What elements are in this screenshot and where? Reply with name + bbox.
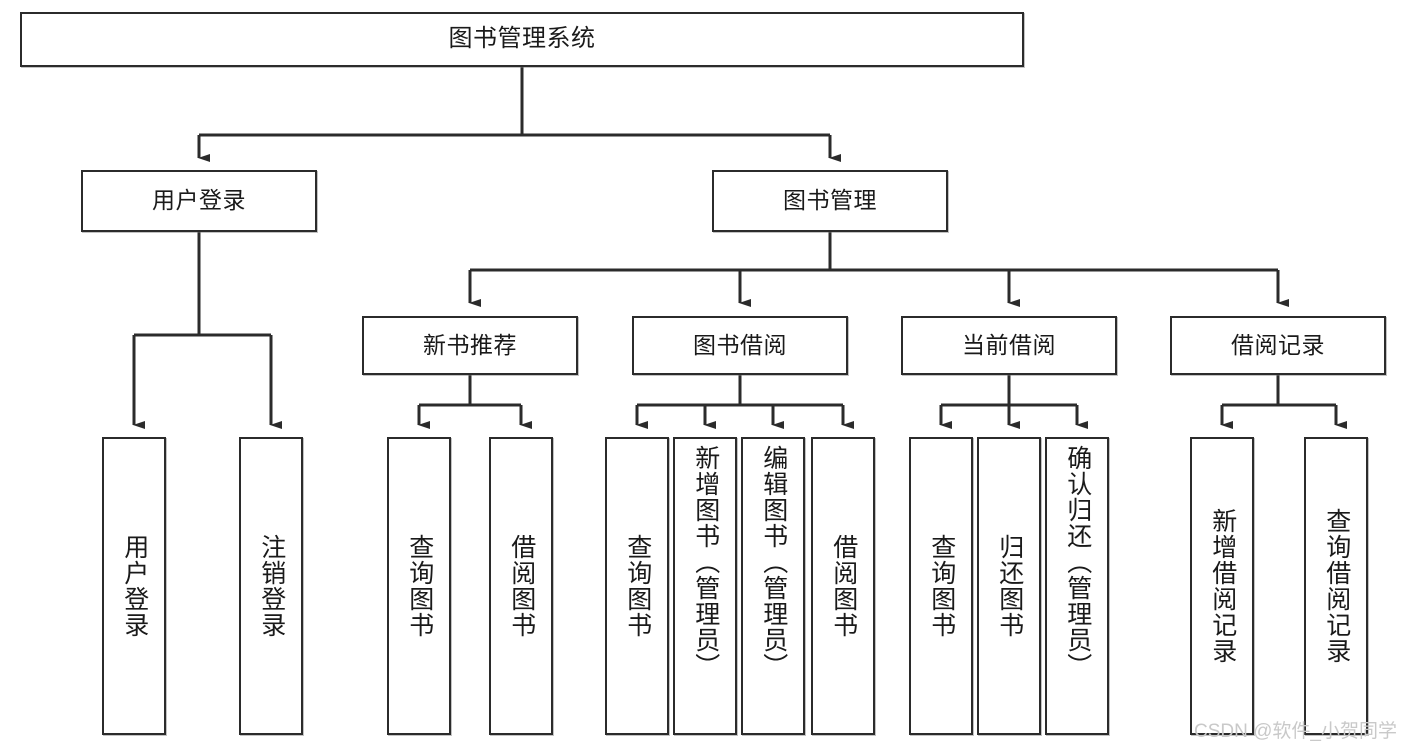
leaf-borrow-book[interactable]: 借阅图书 xyxy=(811,437,875,735)
node-borrow-record[interactable]: 借阅记录 xyxy=(1170,316,1386,375)
leaf-edit-book-admin[interactable]: 编辑图书（管理员） xyxy=(741,437,805,735)
node-label: 新书推荐 xyxy=(423,331,517,358)
node-label: 当前借阅 xyxy=(962,331,1056,358)
node-label: 新增图书（管理员） xyxy=(691,445,720,679)
node-book-borrow[interactable]: 图书借阅 xyxy=(632,316,848,375)
node-label: 注销登录 xyxy=(257,534,286,638)
node-label: 借阅图书 xyxy=(829,534,858,638)
node-label: 用户登录 xyxy=(120,534,149,638)
leaf-add-borrow-record[interactable]: 新增借阅记录 xyxy=(1190,437,1254,735)
node-label: 查询借阅记录 xyxy=(1322,508,1351,664)
node-label: 图书管理系统 xyxy=(448,25,596,53)
leaf-logout-login[interactable]: 注销登录 xyxy=(239,437,303,735)
node-label: 确认归还（管理员） xyxy=(1063,445,1092,679)
node-book-management[interactable]: 图书管理 xyxy=(712,170,948,232)
leaf-query-book-current[interactable]: 查询图书 xyxy=(909,437,973,735)
leaf-add-book-admin[interactable]: 新增图书（管理员） xyxy=(673,437,737,735)
node-root-book-management-system[interactable]: 图书管理系统 xyxy=(20,12,1024,67)
csdn-watermark: CSDN @软件_小贺同学 xyxy=(1194,721,1397,742)
node-label: 归还图书 xyxy=(995,534,1024,638)
node-label: 编辑图书（管理员） xyxy=(759,445,788,679)
node-label: 借阅图书 xyxy=(507,534,536,638)
node-user-login[interactable]: 用户登录 xyxy=(81,170,317,232)
node-current-borrow[interactable]: 当前借阅 xyxy=(901,316,1117,375)
node-label: 借阅记录 xyxy=(1231,331,1325,358)
node-label: 新增借阅记录 xyxy=(1208,508,1237,664)
leaf-query-borrow-record[interactable]: 查询借阅记录 xyxy=(1304,437,1368,735)
node-label: 查询图书 xyxy=(927,534,956,638)
leaf-return-book[interactable]: 归还图书 xyxy=(977,437,1041,735)
leaf-query-book-borrow[interactable]: 查询图书 xyxy=(605,437,669,735)
leaf-borrow-book-recommend[interactable]: 借阅图书 xyxy=(489,437,553,735)
leaf-user-login[interactable]: 用户登录 xyxy=(102,437,166,735)
node-label: 查询图书 xyxy=(623,534,652,638)
leaf-query-book-recommend[interactable]: 查询图书 xyxy=(387,437,451,735)
node-label: 用户登录 xyxy=(152,187,246,214)
node-label: 图书借阅 xyxy=(693,331,787,358)
node-label: 查询图书 xyxy=(405,534,434,638)
leaf-confirm-return-admin[interactable]: 确认归还（管理员） xyxy=(1045,437,1109,735)
node-new-book-recommend[interactable]: 新书推荐 xyxy=(362,316,578,375)
node-label: 图书管理 xyxy=(783,187,877,214)
